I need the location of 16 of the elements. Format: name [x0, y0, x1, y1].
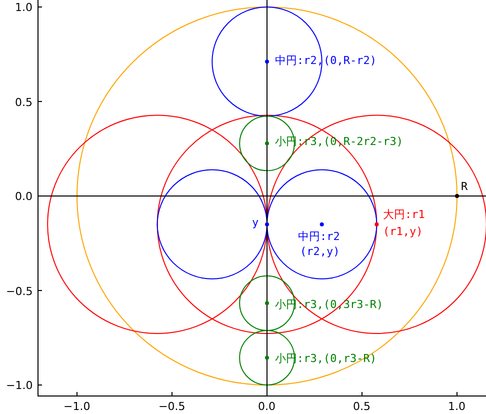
point-label: 大円:r1 — [383, 208, 425, 220]
tick-label: −1.0 — [6, 378, 33, 392]
point-label: (r2,y) — [300, 244, 340, 258]
point-label: (r1,y) — [383, 224, 423, 238]
tick-label: 0.5 — [353, 400, 370, 412]
point-label: 中円:r2 — [298, 230, 340, 242]
tick-label: 0.0 — [15, 190, 32, 202]
tick-label: −0.5 — [6, 284, 33, 298]
tick-label: 1.0 — [15, 0, 32, 14]
point-label: R — [461, 180, 468, 192]
tick-label: 0.0 — [258, 400, 276, 412]
tick-label: −0.5 — [158, 400, 186, 412]
point-label: y — [252, 216, 259, 228]
tick-label: −1.0 — [64, 400, 90, 412]
tick-label: 1.0 — [448, 400, 466, 412]
tick-label: 0.5 — [15, 96, 32, 108]
